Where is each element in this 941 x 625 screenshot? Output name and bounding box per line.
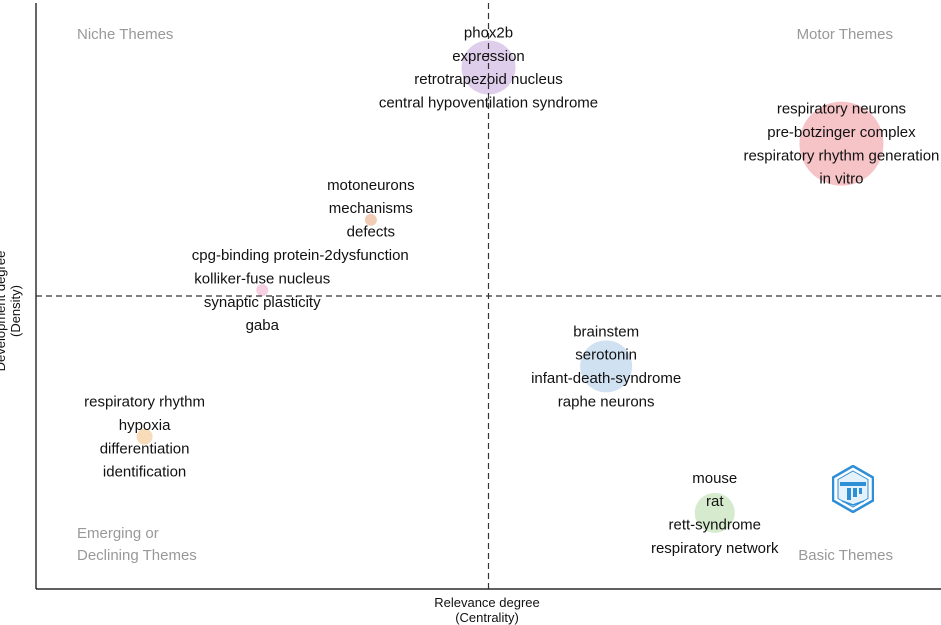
cluster-2-label-1: mechanisms bbox=[329, 200, 413, 217]
quadrant-basic-line-1: Basic Themes bbox=[798, 547, 893, 564]
y-axis-title: Development degree (Density) bbox=[0, 211, 23, 411]
cluster-4-label-1: serotonin bbox=[575, 347, 637, 364]
bibliometrix-logo-icon bbox=[832, 465, 874, 513]
cluster-6-label-1: rat bbox=[706, 493, 724, 510]
cluster-0-label-2: retrotrapezoid nucleus bbox=[414, 71, 562, 88]
x-axis-title-line-2: (Centrality) bbox=[455, 610, 519, 625]
cluster-5-label-0: respiratory rhythm bbox=[84, 394, 205, 411]
cluster-0-label-0: phox2b bbox=[464, 25, 513, 42]
cluster-6-label-3: respiratory network bbox=[651, 540, 779, 557]
cluster-bubble-1 bbox=[799, 101, 884, 186]
cluster-6-label-2: rett-syndrome bbox=[668, 516, 761, 533]
quadrant-emerging-line-1: Emerging or bbox=[77, 525, 159, 542]
quadrant-label-basic: Basic Themes bbox=[798, 545, 893, 567]
quadrant-motor-line-1: Motor Themes bbox=[796, 26, 893, 43]
cluster-2-label-2: defects bbox=[347, 223, 395, 240]
cluster-bubble-4 bbox=[580, 340, 633, 393]
cluster-3-label-3: gaba bbox=[246, 317, 280, 334]
quadrant-label-emerging: Emerging or Declining Themes bbox=[77, 523, 197, 567]
cluster-1-label-3: in vitro bbox=[819, 171, 863, 188]
y-axis-title-line-2: (Density) bbox=[8, 285, 23, 338]
cluster-6-label-0: mouse bbox=[692, 470, 737, 487]
cluster-1-label-1: pre-botzinger complex bbox=[767, 124, 916, 141]
x-axis-title-line-1: Relevance degree bbox=[434, 595, 540, 610]
cluster-5-label-2: differentiation bbox=[100, 440, 190, 457]
quadrant-label-niche: Niche Themes bbox=[77, 24, 173, 46]
y-axis-title-line-1: Development degree bbox=[0, 250, 8, 372]
x-axis-title: Relevance degree (Centrality) bbox=[387, 595, 587, 625]
cluster-bubbles bbox=[136, 40, 884, 533]
cluster-3-label-1: kolliker-fuse nucleus bbox=[194, 270, 330, 287]
quadrant-emerging-line-2: Declining Themes bbox=[77, 547, 197, 564]
cluster-bubble-2 bbox=[364, 213, 377, 226]
cluster-2-label-0: motoneurons bbox=[327, 177, 415, 194]
quadrant-niche-line-1: Niche Themes bbox=[77, 26, 174, 43]
cluster-3-label-2: synaptic plasticity bbox=[204, 294, 321, 311]
cluster-1-label-2: respiratory rhythm generation bbox=[743, 147, 939, 164]
cluster-5-label-3: identification bbox=[103, 464, 186, 481]
cluster-5-label-1: hypoxia bbox=[119, 417, 171, 434]
cluster-bubble-3 bbox=[256, 284, 269, 297]
cluster-2-label-3: dysfunction bbox=[333, 247, 409, 264]
cluster-bubble-6 bbox=[694, 492, 735, 533]
quadrant-label-motor: Motor Themes bbox=[797, 24, 893, 46]
cluster-4-label-0: brainstem bbox=[573, 323, 639, 340]
cluster-labels: phox2b expression retrotrapezoid nucleus ce… bbox=[84, 25, 939, 557]
cluster-bubble-5 bbox=[136, 428, 153, 445]
cluster-0-label-3: central hypoventilation syndrome bbox=[379, 94, 598, 111]
cluster-4-label-3: raphe neurons bbox=[558, 393, 655, 410]
cluster-0-label-1: expression bbox=[452, 48, 525, 65]
cluster-4-label-2: infant-death-syndrome bbox=[531, 370, 681, 387]
cluster-3-label-0: cpg-binding protein-2 bbox=[192, 247, 333, 264]
cluster-1-label-0: respiratory neurons bbox=[777, 101, 906, 118]
